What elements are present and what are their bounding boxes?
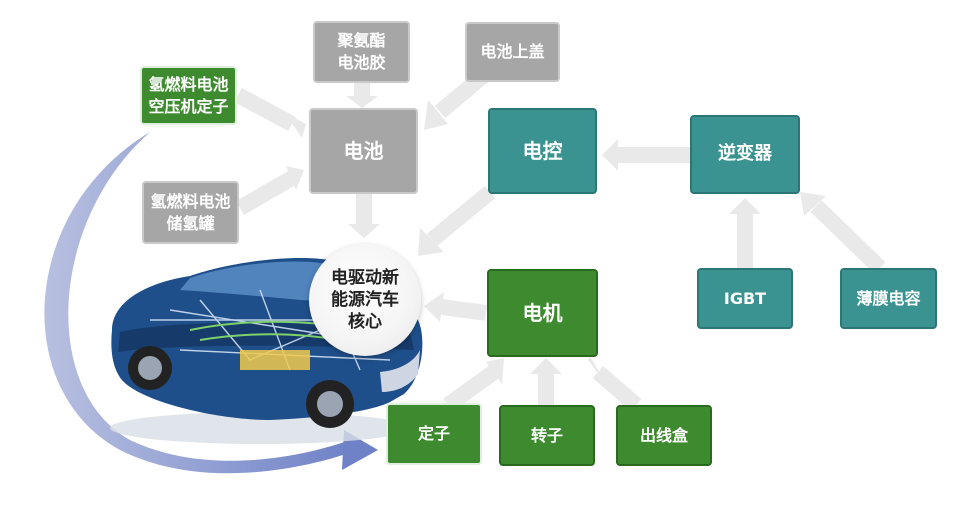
- arrowhead-box: [588, 356, 606, 384]
- arrowhead-rotor: [530, 358, 562, 374]
- node-inverter-label: 逆变器: [718, 143, 772, 165]
- node-battery: 电池: [309, 108, 418, 194]
- arrowhead-battery-core: [348, 224, 380, 238]
- arrowhead-inverter-ecu: [602, 139, 618, 171]
- node-battery-cover: 电池上盖: [465, 22, 560, 82]
- node-film-capacitor-label: 薄膜电容: [856, 288, 921, 308]
- arrowhead-filmcap: [800, 192, 826, 216]
- node-junction-box-label: 出线盒: [639, 425, 688, 445]
- node-junction-box: 出线盒: [616, 405, 712, 466]
- node-h2-tank-line2: 储氢罐: [166, 213, 215, 233]
- node-core-line3: 核心: [348, 312, 382, 333]
- node-motor-label: 电机: [522, 300, 563, 325]
- arrow-stator-to-motor: [443, 365, 499, 412]
- node-inverter: 逆变器: [690, 115, 800, 194]
- node-rotor-label: 转子: [530, 425, 563, 445]
- node-electronic-control: 电控: [488, 108, 597, 194]
- node-stator: 定子: [386, 403, 482, 465]
- node-core-circle: 电驱动新 能源汽车 核心: [309, 244, 421, 356]
- node-pu-battery-glue-line1: 聚氨酯: [337, 31, 386, 51]
- arrowhead-compressor: [284, 112, 306, 138]
- node-igbt-label: IGBT: [723, 288, 767, 308]
- arrow-ecu-to-core: [426, 185, 496, 247]
- arrow-filmcap-to-inverter: [810, 200, 886, 274]
- arrow-motor-to-core: [440, 299, 488, 321]
- node-h2-storage-tank: 氢燃料电池 储氢罐: [142, 181, 239, 244]
- arrow-box-to-motor: [592, 365, 642, 412]
- arrowhead-tank: [286, 166, 304, 190]
- arrowhead-motor-core: [424, 292, 444, 322]
- node-h2-compressor-line2: 空压机定子: [148, 96, 229, 116]
- node-core-line2: 能源汽车: [331, 289, 399, 310]
- node-electronic-control-label: 电控: [522, 138, 563, 163]
- node-h2-compressor-stator: 氢燃料电池 空压机定子: [140, 66, 237, 125]
- node-film-capacitor: 薄膜电容: [840, 268, 937, 329]
- node-h2-compressor-line1: 氢燃料电池: [148, 74, 229, 94]
- arrow-compressor-to-battery: [234, 87, 296, 132]
- node-h2-tank-line1: 氢燃料电池: [150, 191, 231, 211]
- arrow-tank-to-battery: [236, 171, 296, 215]
- node-igbt: IGBT: [697, 268, 793, 329]
- arrowhead-stator: [486, 358, 504, 384]
- arrowhead-igbt: [729, 198, 761, 214]
- node-pu-battery-glue: 聚氨酯 电池胶: [313, 21, 410, 83]
- node-pu-battery-glue-line2: 电池胶: [337, 53, 386, 72]
- node-battery-label: 电池: [343, 138, 384, 163]
- arrowhead-cover: [424, 100, 448, 130]
- node-motor: 电机: [487, 269, 598, 357]
- node-core-line1: 电驱动新: [331, 267, 399, 288]
- node-battery-cover-label: 电池上盖: [480, 42, 545, 62]
- node-stator-label: 定子: [417, 424, 450, 444]
- node-rotor: 转子: [499, 405, 595, 466]
- arrowhead-ecu-core: [418, 228, 444, 256]
- arrowhead-glue: [346, 96, 378, 108]
